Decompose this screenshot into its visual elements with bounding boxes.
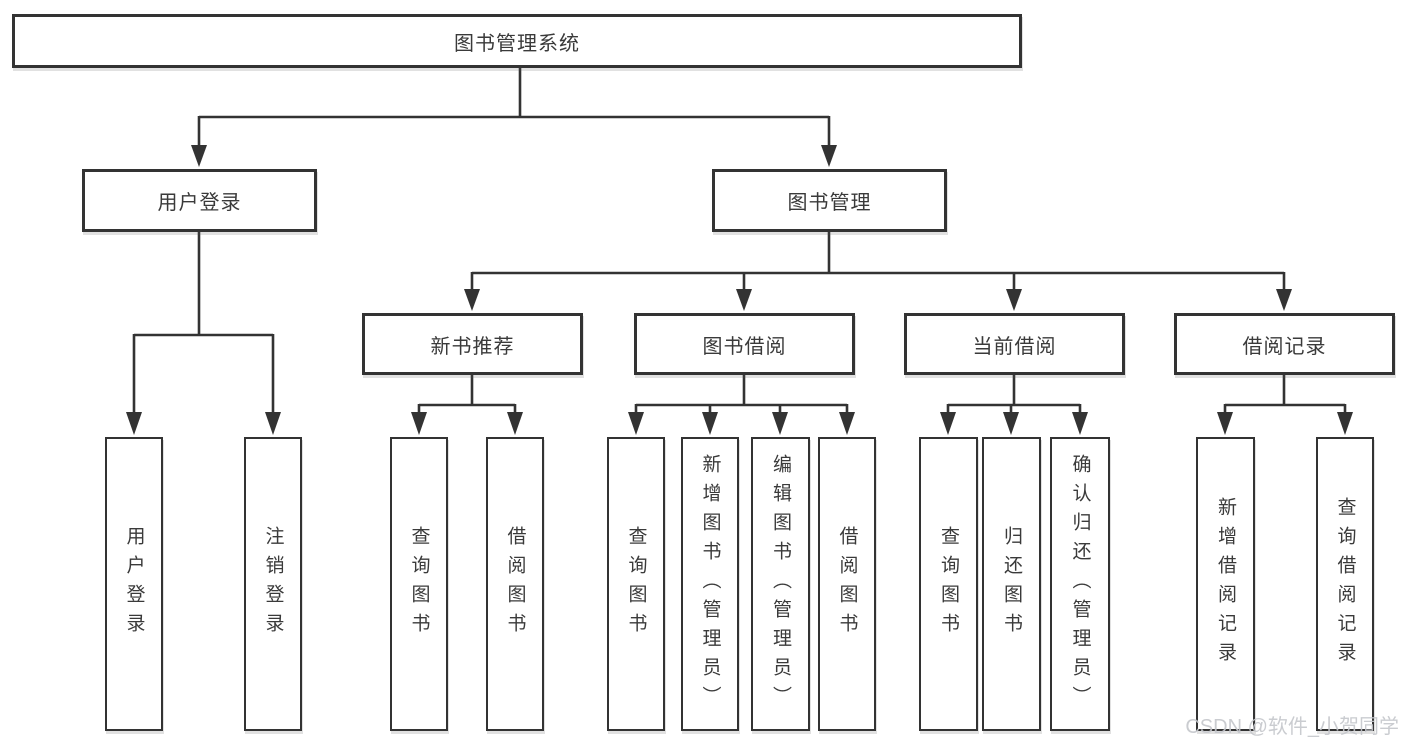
leaf-label: 借阅图书 [836,526,858,642]
leaf-label: 借阅图书 [504,526,526,642]
leaf-label: 编辑图书（管理员） [770,453,791,715]
node-book-borrowing: 图书借阅 [634,313,855,375]
leaf-borrow-books-recommend: 借阅图书 [486,437,544,731]
node-root-system: 图书管理系统 [12,14,1022,68]
node-label: 当前借阅 [972,335,1057,358]
leaf-logout: 注销登录 [244,437,302,731]
node-label: 图书管理系统 [454,32,580,55]
csdn-watermark: CSDN @软件_小贺同学 [1185,716,1399,738]
leaf-edit-books-admin: 编辑图书（管理员） [751,437,810,731]
leaf-borrow-books: 借阅图书 [818,437,876,731]
leaf-query-books-current: 查询图书 [919,437,978,731]
leaf-label: 确认归还（管理员） [1069,453,1091,715]
node-label: 新书推荐 [430,335,515,358]
node-user-login: 用户登录 [82,169,317,232]
node-new-book-recommend: 新书推荐 [362,313,583,375]
leaf-return-books: 归还图书 [982,437,1041,731]
leaf-query-borrow-record: 查询借阅记录 [1316,437,1374,731]
leaf-label: 新增借阅记录 [1215,497,1236,671]
leaf-query-books-borrowing: 查询图书 [607,437,665,731]
leaf-label: 注销登录 [262,526,284,642]
node-label: 图书管理 [787,192,872,214]
leaf-label: 用户登录 [123,526,145,642]
leaf-confirm-return-admin: 确认归还（管理员） [1050,437,1110,731]
leaf-label: 新增图书（管理员） [699,453,721,715]
node-book-management: 图书管理 [712,169,947,232]
node-label: 图书借阅 [702,335,787,358]
leaf-user-login: 用户登录 [105,437,163,731]
node-current-borrowing: 当前借阅 [904,313,1125,375]
leaf-label: 查询图书 [625,526,647,642]
leaf-label: 查询图书 [938,526,959,642]
leaf-label: 查询图书 [408,526,430,642]
node-borrowing-records: 借阅记录 [1174,313,1395,375]
leaf-add-borrow-record: 新增借阅记录 [1196,437,1255,731]
leaf-label: 查询借阅记录 [1334,497,1356,671]
leaf-query-books-recommend: 查询图书 [390,437,448,731]
node-label: 用户登录 [157,192,242,214]
node-label: 借阅记录 [1242,335,1327,358]
leaf-label: 归还图书 [1001,526,1022,642]
leaf-add-books-admin: 新增图书（管理员） [681,437,739,731]
